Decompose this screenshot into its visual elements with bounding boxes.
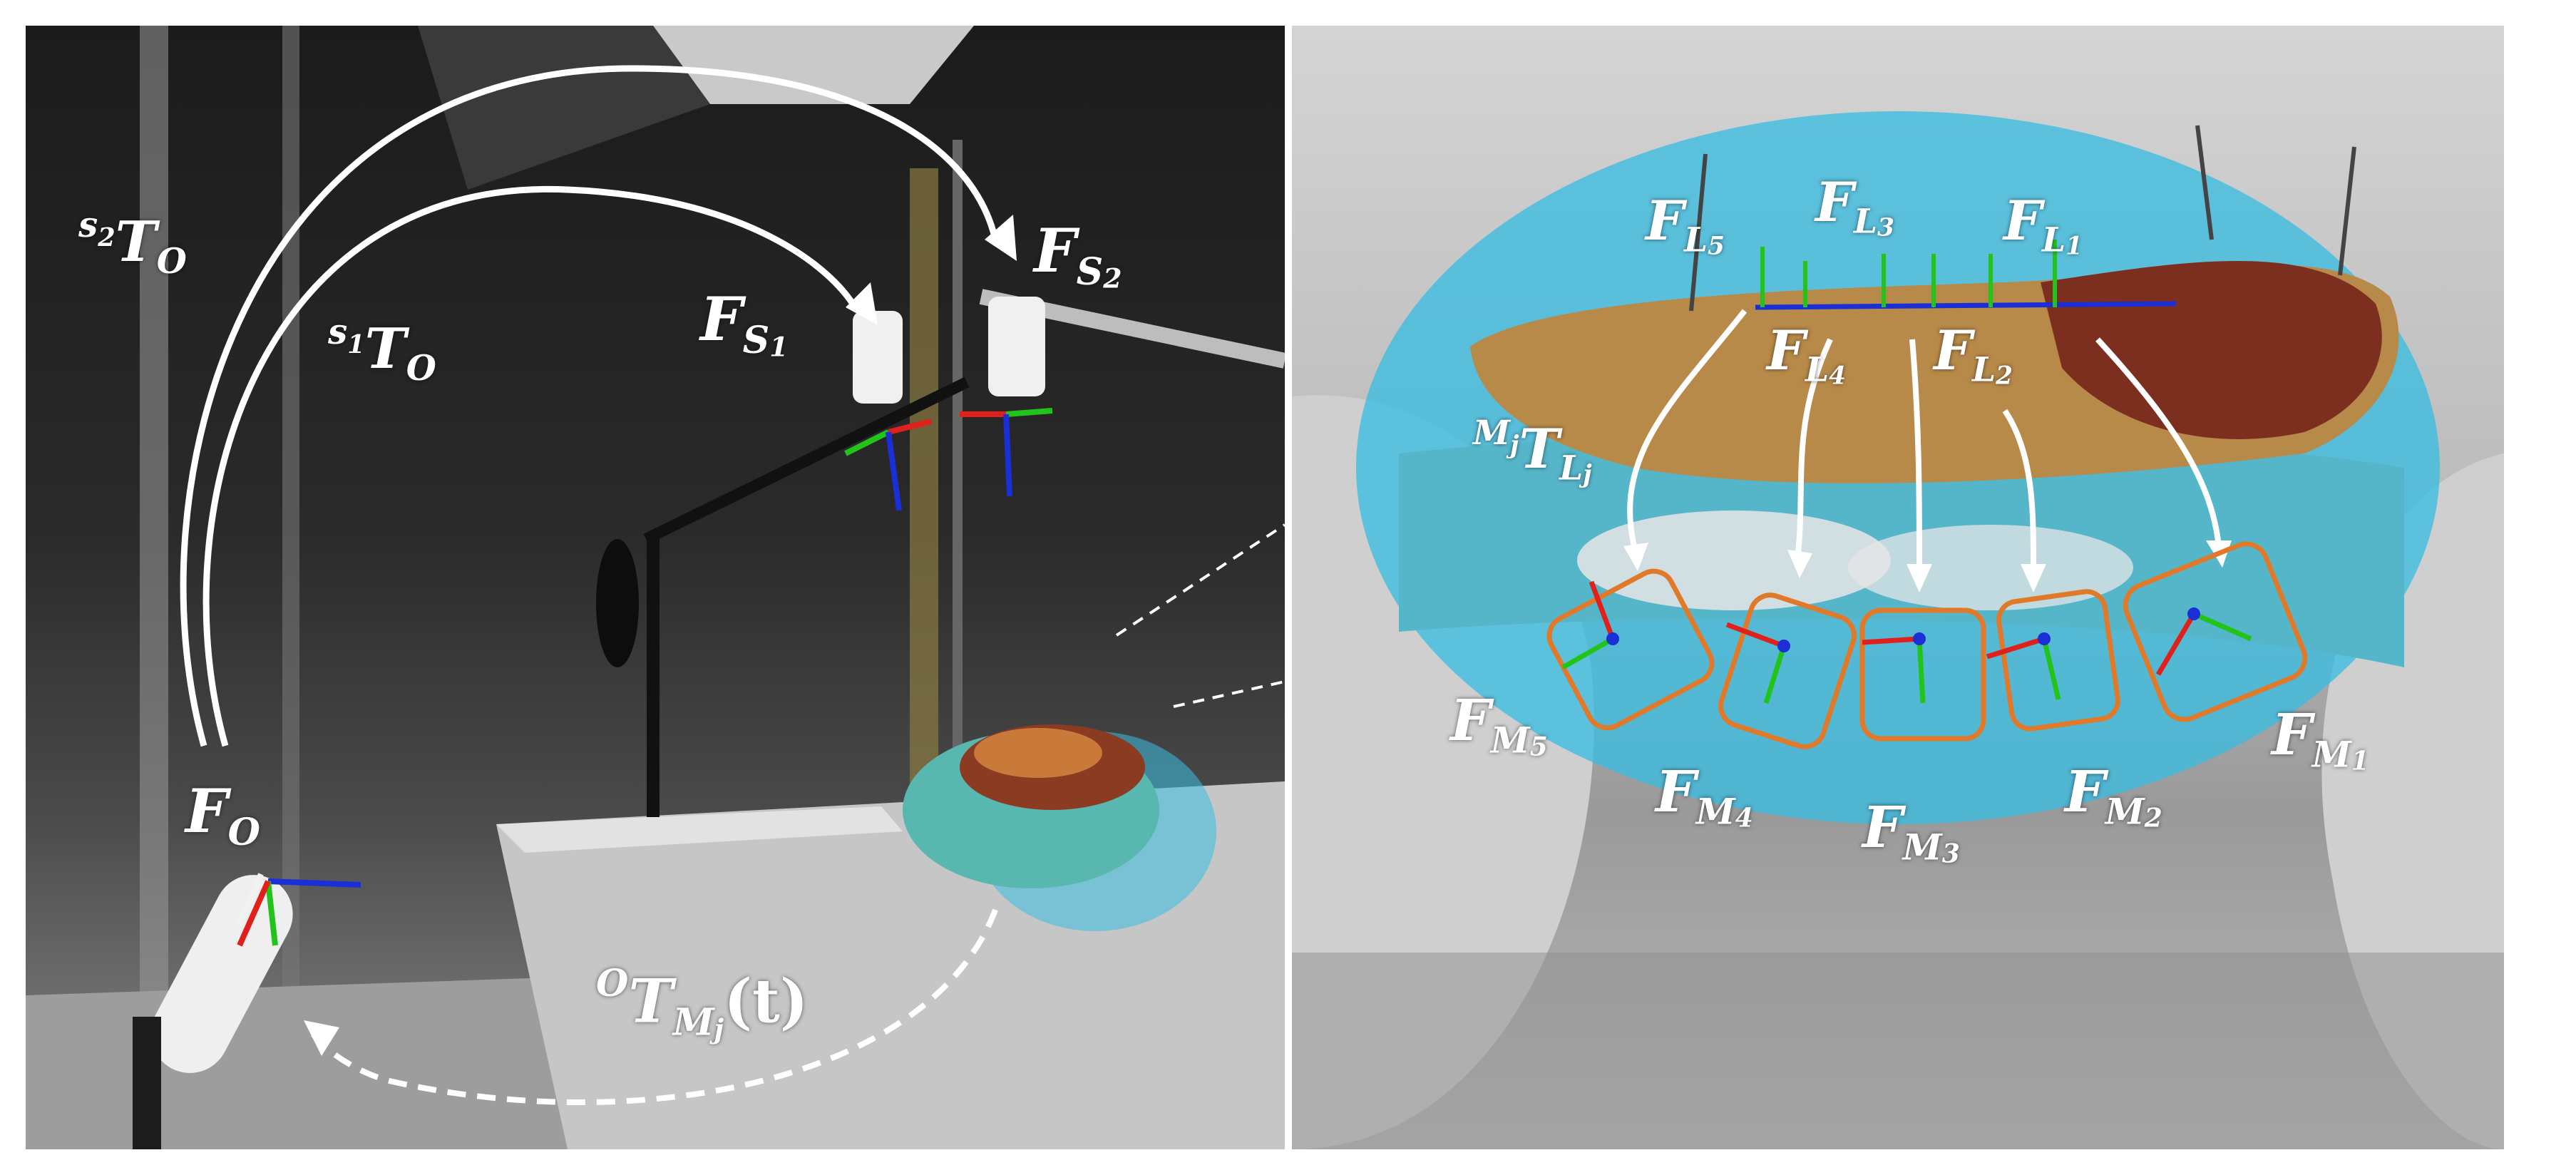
camera-s2-body <box>988 297 1045 396</box>
arc-o-to-mj <box>308 908 998 1105</box>
label-f-m1: FM1 <box>2272 701 2369 776</box>
arc-s2-to-o <box>180 65 999 747</box>
label-f-m3: FM3 <box>1862 794 1960 869</box>
label-f-m2: FM2 <box>2065 758 2162 833</box>
marker-m1 <box>2123 541 2308 722</box>
marker-m4 <box>1718 592 1857 749</box>
left-scene-photo: s2TO s1TO FS1 FS2 FO OTMj(t) <box>26 26 1285 1149</box>
arc-s1-to-o <box>202 185 856 747</box>
right-scene-drawing <box>1292 111 2504 1149</box>
tracker-device <box>150 875 293 1073</box>
label-f-s1: FS1 <box>700 284 789 363</box>
marker-m5 <box>1546 568 1715 731</box>
label-f-l1: FL1 <box>2003 189 2083 261</box>
label-f-o: FO <box>185 776 261 855</box>
label-s2-to-o: s2TO <box>78 205 187 282</box>
label-f-l3: FL3 <box>1815 170 1894 242</box>
marker-m2 <box>1986 589 2120 732</box>
label-f-m5: FM5 <box>1450 687 1548 762</box>
label-mj-t-lj: MjTLj <box>1473 414 1592 489</box>
left-scene-drawing <box>26 26 1285 1149</box>
label-f-s2: FS2 <box>1034 215 1122 294</box>
label-f-m4: FM4 <box>1656 758 1753 833</box>
label-s1-to-o: s1TO <box>328 312 436 389</box>
label-o-t-mj: OTMj(t) <box>596 962 809 1045</box>
marker-m3 <box>1859 607 1986 742</box>
label-f-l4: FL4 <box>1767 319 1846 391</box>
label-f-l2: FL2 <box>1934 319 2013 391</box>
label-f-l5: FL5 <box>1646 189 1725 261</box>
camera-s1-body <box>853 311 903 404</box>
right-scene-photo: FL5 FL3 FL1 FL4 FL2 MjTLj FM5 FM4 FM3 FM… <box>1292 26 2504 1149</box>
